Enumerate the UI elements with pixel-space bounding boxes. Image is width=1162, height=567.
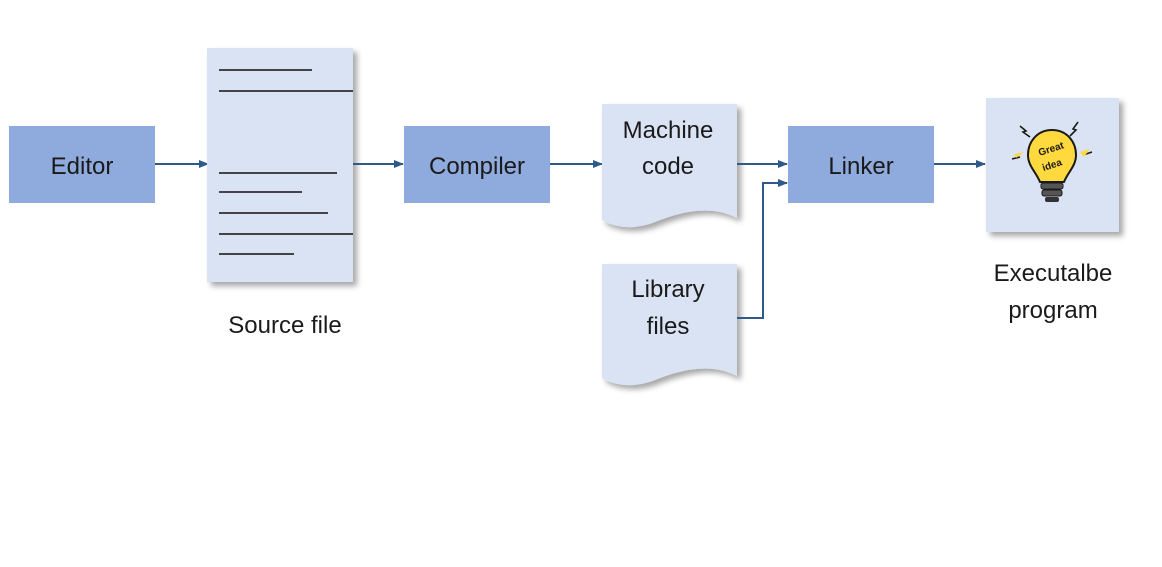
machine-code-document: Machine code — [602, 104, 737, 228]
source-code-lines — [219, 69, 353, 255]
compiler-label: Compiler — [429, 153, 525, 180]
executable-caption-line2: program — [1008, 297, 1097, 324]
editor-label: Editor — [51, 153, 114, 180]
linker-box: Linker — [788, 126, 934, 203]
great-idea-lightbulb-icon: Great idea — [1011, 121, 1093, 202]
source-file-document — [207, 48, 353, 282]
source-file-caption: Source file — [228, 312, 341, 339]
compiler-box: Compiler — [404, 126, 550, 203]
arrow-library-to-linker — [737, 179, 788, 319]
executable-caption-line1: Executalbe — [994, 260, 1113, 287]
library-files-label-line2: files — [647, 313, 690, 340]
executable-program-tile: Great idea — [986, 98, 1119, 232]
linker-label: Linker — [828, 153, 893, 180]
editor-box: Editor — [9, 126, 155, 203]
library-files-document: Library files — [602, 264, 737, 386]
library-files-label-line1: Library — [631, 276, 704, 303]
machine-code-label-line2: code — [642, 153, 694, 180]
machine-code-label-line1: Machine — [623, 117, 714, 144]
